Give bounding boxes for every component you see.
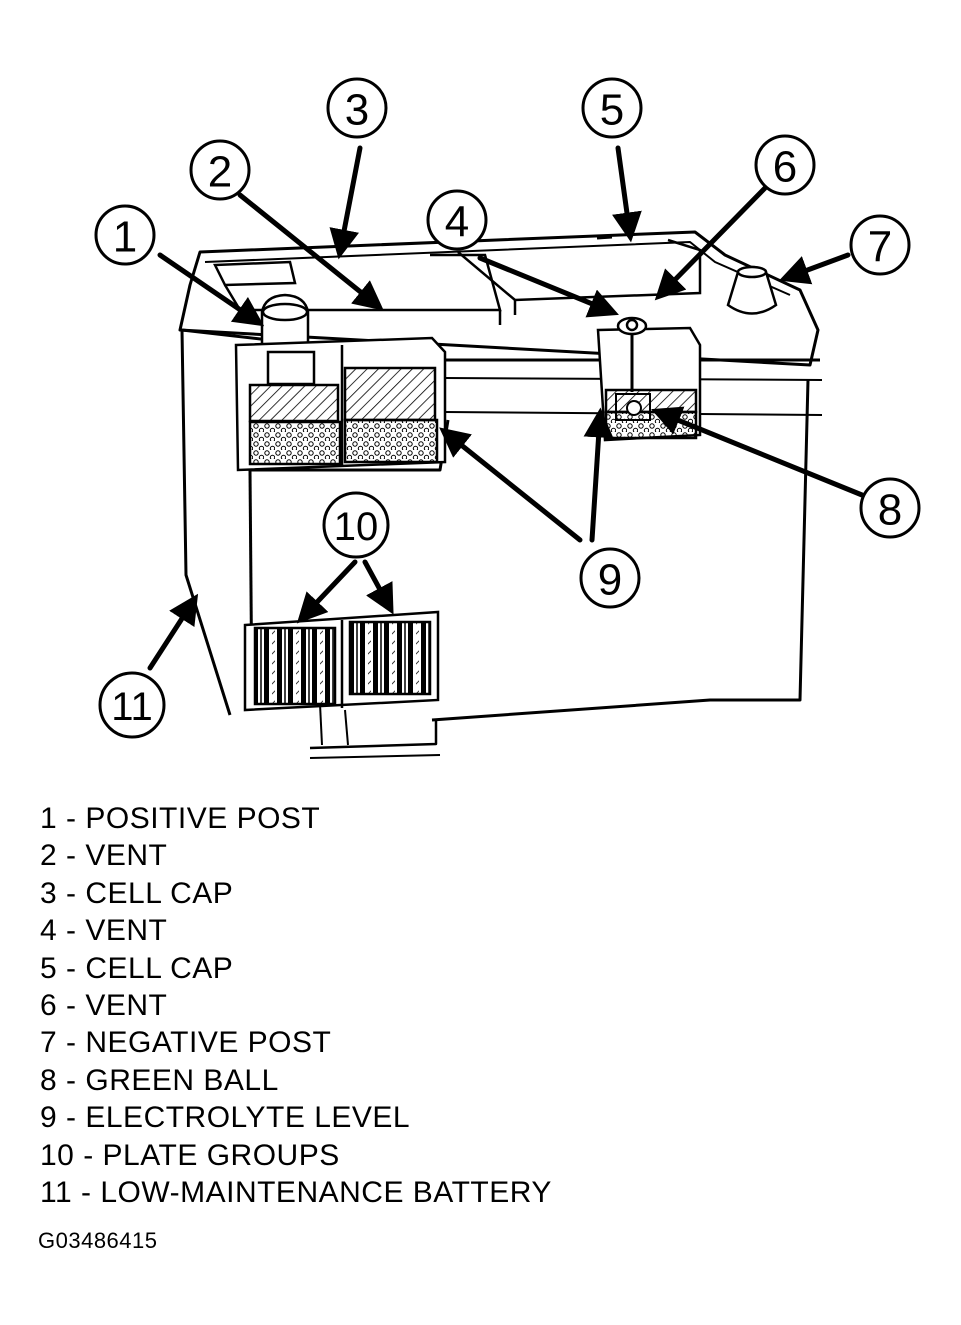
callout-circle-6 — [754, 134, 816, 196]
callout-number-4: 4 — [445, 198, 469, 247]
callout-leaders — [147, 145, 865, 671]
legend-text: CELL CAP — [85, 951, 234, 985]
callout-number-3: 3 — [345, 86, 369, 135]
legend-text: GREEN BALL — [85, 1063, 279, 1097]
leader-5 — [612, 145, 642, 243]
legend-item: 9 - ELECTROLYTE LEVEL — [40, 1101, 411, 1135]
legend-text: PLATE GROUPS — [102, 1138, 340, 1172]
legend-item: 8 - GREEN BALL — [40, 1063, 279, 1097]
legend-text: CELL CAP — [85, 876, 234, 910]
legend-number: 9 — [40, 1101, 58, 1135]
legend-number: 5 — [40, 951, 58, 985]
legend-item: 6 - VENT — [40, 988, 168, 1022]
legend-number: 1 — [40, 802, 58, 835]
legend-number: 7 — [40, 1026, 58, 1060]
callout-numbers: 1 2 3 4 5 6 7 8 9 10 11 — [111, 86, 902, 730]
legend-number: 6 — [40, 988, 58, 1022]
legend-item: 5 - CELL CAP — [40, 951, 234, 985]
callout-circle-1 — [94, 204, 156, 266]
callout-number-7: 7 — [868, 223, 892, 272]
legend-item: 3 - CELL CAP — [40, 876, 234, 910]
callout-number-5: 5 — [600, 86, 624, 135]
callout-circle-7 — [849, 214, 911, 276]
callout-circles — [94, 77, 921, 739]
leader-3 — [329, 145, 363, 260]
legend-text: NEGATIVE POST — [85, 1026, 332, 1060]
callout-circle-11 — [98, 671, 166, 739]
callout-number-1: 1 — [113, 213, 137, 262]
legend-number: 10 — [40, 1138, 75, 1172]
leader-2 — [237, 192, 384, 311]
leader-8 — [651, 406, 865, 498]
legend-text: VENT — [85, 988, 168, 1022]
callout-circle-2 — [189, 139, 251, 201]
callout-circle-5 — [581, 77, 643, 139]
leader-6 — [654, 182, 771, 301]
plate-groups — [243, 610, 440, 746]
callout-number-10: 10 — [334, 505, 379, 549]
leader-9a — [439, 427, 583, 543]
legend-text: ELECTROLYTE LEVEL — [85, 1101, 411, 1135]
leader-4 — [477, 255, 619, 318]
leader-1 — [157, 252, 265, 327]
leader-11 — [147, 593, 199, 671]
legend-number: 4 — [40, 914, 58, 948]
negative-post — [726, 265, 778, 315]
callout-circle-10 — [322, 491, 390, 559]
left-cutaway-cells — [234, 336, 447, 472]
legend-text: VENT — [85, 839, 168, 873]
callout-number-6: 6 — [773, 143, 797, 192]
legend-text: POSITIVE POST — [85, 802, 321, 835]
callout-circle-8 — [859, 477, 921, 539]
leader-10a — [296, 559, 358, 624]
callout-circle-4 — [426, 189, 488, 251]
figure-id: G03486415 — [38, 1228, 158, 1253]
legend-item: 10 - PLATE GROUPS — [40, 1138, 340, 1172]
callout-number-11: 11 — [111, 685, 153, 729]
callout-number-8: 8 — [878, 486, 902, 535]
legend-item: 1 - POSITIVE POST — [40, 802, 321, 835]
callout-circle-9 — [579, 547, 641, 609]
legend-list: 1 - POSITIVE POST 2 - VENT 3 - CELL CAP … — [40, 800, 552, 1211]
legend-item: 7 - NEGATIVE POST — [40, 1026, 332, 1060]
legend-number: 3 — [40, 876, 58, 910]
callout-number-9: 9 — [598, 556, 622, 605]
legend-text: VENT — [85, 914, 168, 948]
legend-item: 4 - VENT — [40, 914, 168, 948]
leader-9b — [583, 407, 614, 543]
legend-text: LOW-MAINTENANCE BATTERY — [100, 1175, 552, 1209]
callout-number-2: 2 — [208, 148, 232, 197]
legend-item: 11 - LOW-MAINTENANCE BATTERY — [40, 1175, 552, 1209]
callout-circle-3 — [326, 77, 388, 139]
legend-number: 2 — [40, 839, 58, 873]
legend-item: 2 - VENT — [40, 839, 168, 873]
legend-number: 8 — [40, 1063, 58, 1097]
legend-number: 11 — [40, 1175, 73, 1209]
leader-7 — [778, 252, 851, 285]
leader-10b — [362, 559, 394, 615]
battery-diagram: 1 2 3 4 5 6 7 8 9 10 11 — [94, 77, 921, 759]
